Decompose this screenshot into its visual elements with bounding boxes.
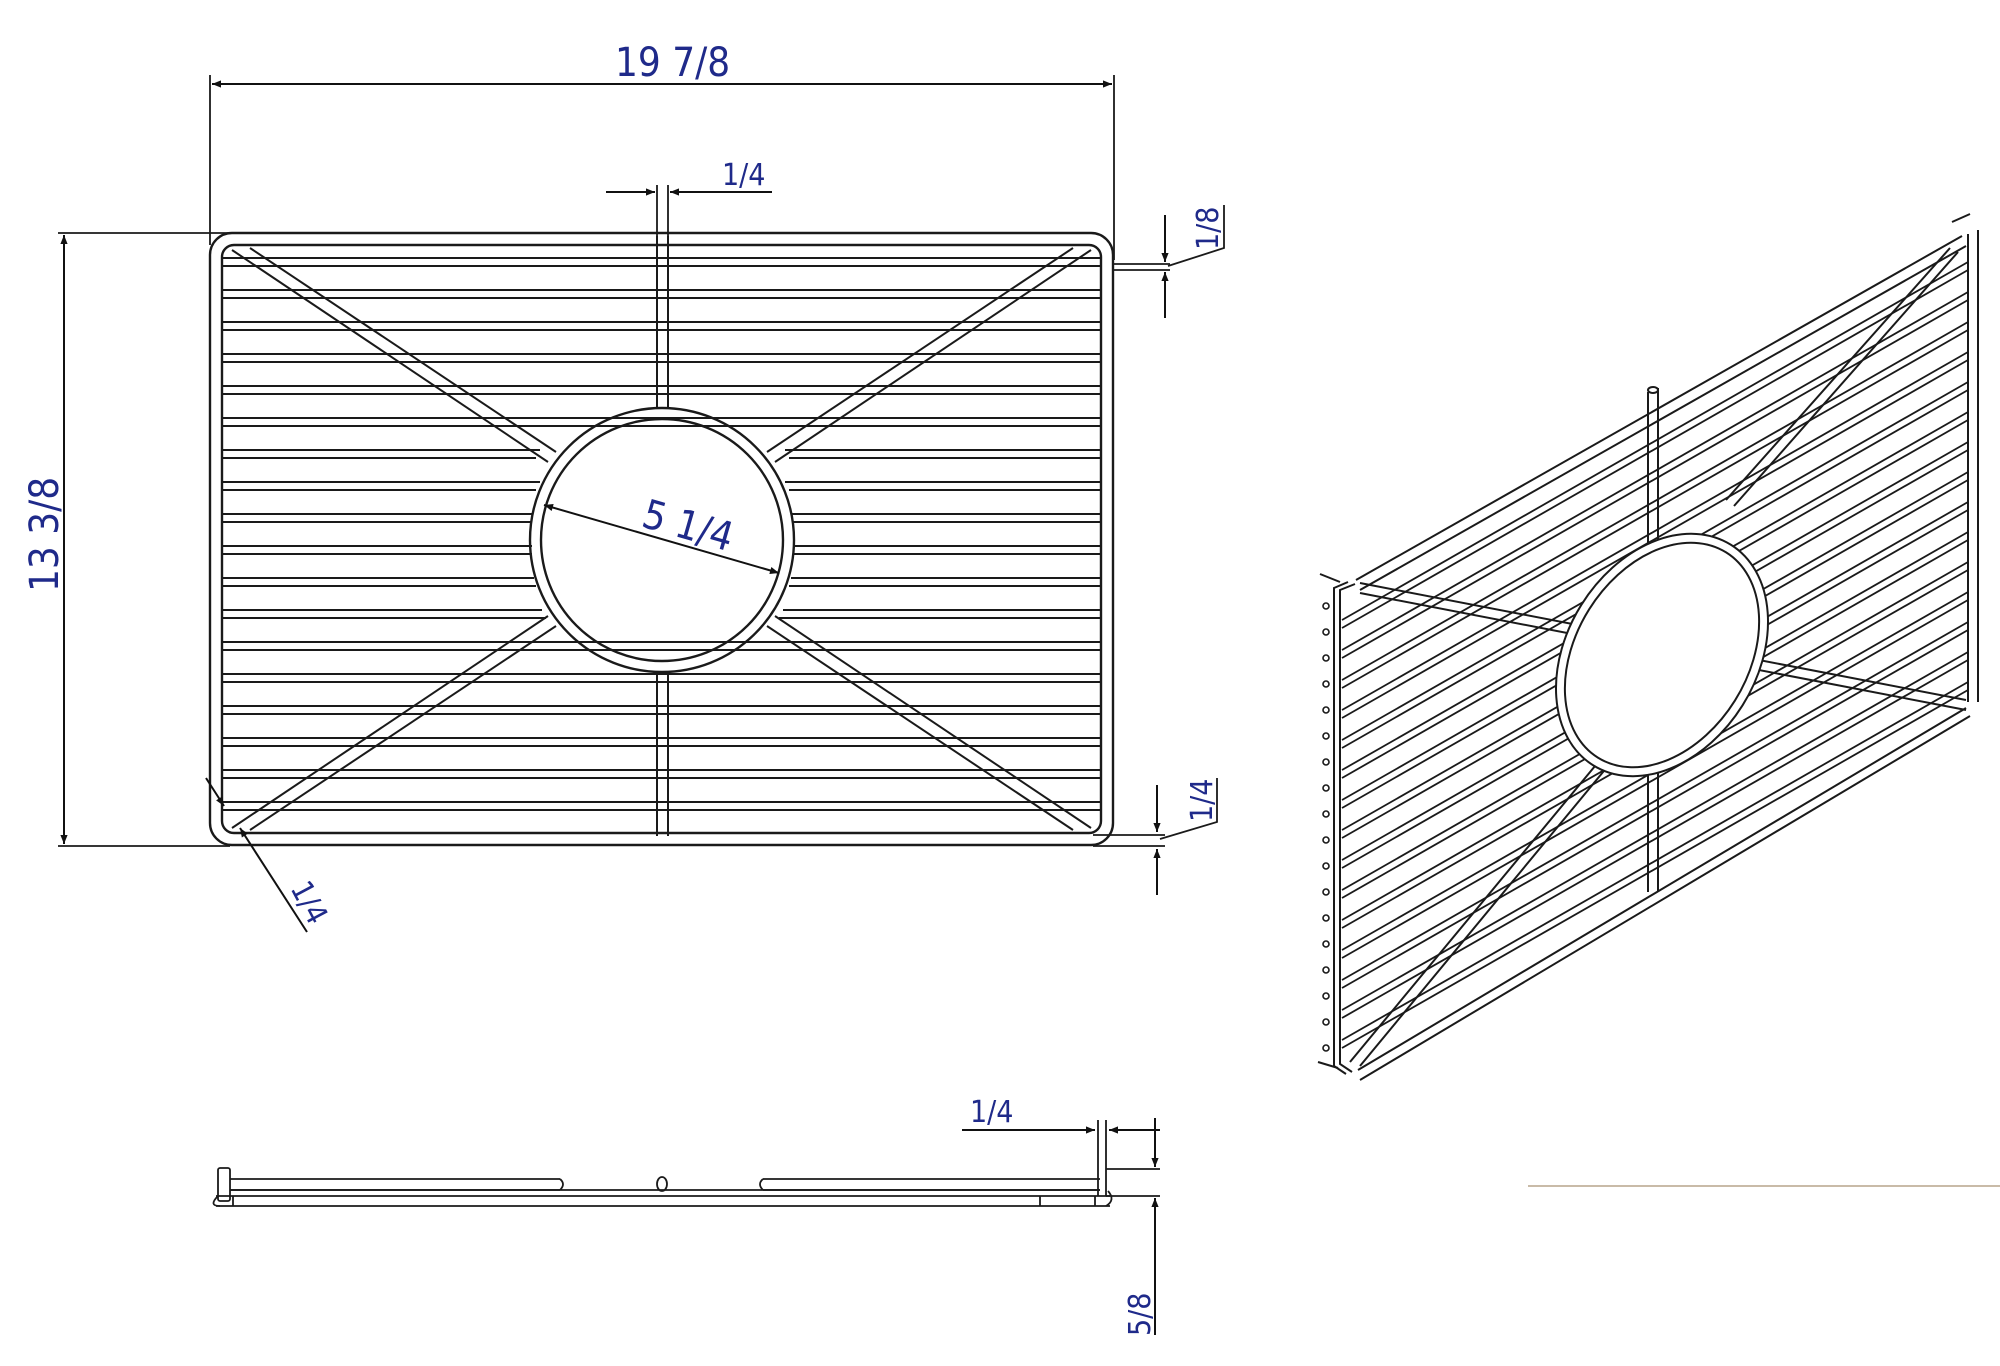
diameter-dimension: 5 1/4 (543, 491, 780, 574)
top-view: 19 7/8 13 3/8 1/4 (22, 40, 1226, 933)
top-gap-dimension: 1/8 (1113, 205, 1226, 318)
diameter-label: 5 1/4 (637, 491, 738, 561)
foot-width-dimension: 1/4 (962, 1095, 1160, 1134)
corner-label: 1/4 (283, 875, 334, 930)
height-dimension: 5/8 (1106, 1118, 1160, 1336)
diagonal-wires (231, 247, 1092, 831)
width-label: 19 7/8 (615, 40, 730, 86)
depth-dimension: 13 3/8 (22, 235, 68, 844)
horizontal-wires (222, 257, 1101, 811)
width-dimension: 19 7/8 (212, 40, 1112, 88)
center-bar-dimension: 1/4 (606, 158, 772, 236)
top-gap-label: 1/8 (1191, 207, 1226, 250)
foot-width-label: 1/4 (970, 1095, 1013, 1130)
side-view: 1/4 5/8 (212, 1095, 1160, 1336)
drain-ring (528, 406, 796, 674)
depth-label: 13 3/8 (22, 477, 68, 592)
bottom-gap-label: 1/4 (1185, 779, 1220, 822)
center-bar-label: 1/4 (722, 158, 765, 193)
isometric-view (1317, 213, 1979, 1081)
center-bar (656, 236, 669, 836)
height-label: 5/8 (1123, 1293, 1158, 1336)
bottom-gap-dimension: 1/4 (1093, 778, 1220, 895)
